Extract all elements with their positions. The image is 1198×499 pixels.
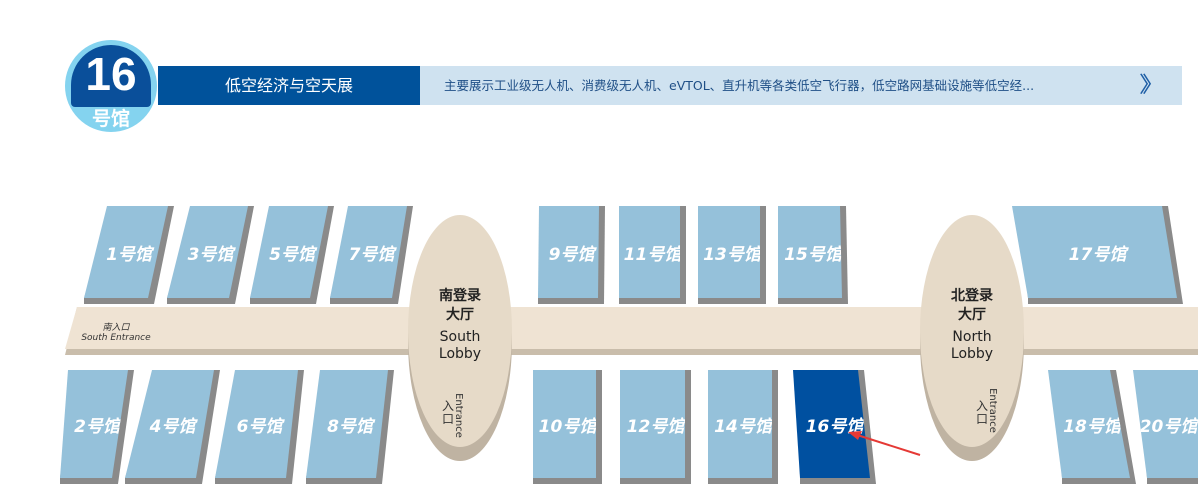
hall-label: 16号馆 [793, 370, 870, 478]
hall-11[interactable]: 11号馆 [619, 206, 686, 304]
hall-1[interactable]: 1号馆 [84, 206, 174, 304]
entrance-cn: 入口 [976, 399, 989, 426]
hall-9[interactable]: 9号馆 [538, 206, 605, 304]
hall-label: 12号馆 [620, 370, 685, 478]
hall-label: 17号馆 [1012, 206, 1177, 298]
hall-label: 20号馆 [1133, 370, 1198, 478]
hall-label: 14号馆 [708, 370, 772, 478]
hall-18[interactable]: 18号馆 [1048, 370, 1136, 484]
hall-7[interactable]: 7号馆 [330, 206, 413, 304]
hall-14[interactable]: 14号馆 [708, 370, 778, 484]
hall-4[interactable]: 4号馆 [125, 370, 220, 484]
hall-10[interactable]: 10号馆 [533, 370, 602, 484]
hall-title: 低空经济与空天展 [158, 66, 420, 105]
hall-3[interactable]: 3号馆 [167, 206, 254, 304]
hall-17[interactable]: 17号馆 [1012, 206, 1183, 304]
hall-suffix: 号馆 [91, 108, 130, 130]
lobby-cn: 大厅 [446, 307, 474, 323]
entrance-cn: 入口 [442, 399, 455, 426]
hall-badge: 16 号馆 [65, 40, 157, 132]
hall-label: 8号馆 [306, 370, 388, 478]
hall-description: 主要展示工业级无人机、消费级无人机、eVTOL、直升机等各类低空飞行器，低空路网… [444, 78, 1035, 93]
hall-16[interactable]: 16号馆 [793, 370, 876, 484]
entrance-en: Entrance [986, 388, 998, 433]
lobby-en: Lobby [950, 346, 994, 362]
lobby-en: North [952, 329, 992, 345]
lobby-cn: 南登录 [439, 288, 481, 304]
hall-12[interactable]: 12号馆 [620, 370, 691, 484]
lobby-en: South [439, 329, 481, 345]
hall-2[interactable]: 2号馆 [60, 370, 134, 484]
hall-8[interactable]: 8号馆 [306, 370, 394, 484]
hall-5[interactable]: 5号馆 [250, 206, 334, 304]
hall-label: 11号馆 [619, 206, 680, 298]
hall-label: 9号馆 [538, 206, 599, 298]
lobby-cn: 大厅 [958, 307, 986, 323]
entrance-en: Entrance [452, 393, 464, 438]
pointer-arrow-icon [848, 431, 921, 456]
hall-label: 10号馆 [533, 370, 596, 478]
hall-15[interactable]: 15号馆 [778, 206, 848, 304]
south-entrance-label: 南入口 South Entrance [80, 323, 152, 343]
main-corridor [65, 307, 1198, 349]
hall-label: 13号馆 [698, 206, 760, 298]
hall-description-bar[interactable]: 主要展示工业级无人机、消费级无人机、eVTOL、直升机等各类低空飞行器，低空路网… [420, 66, 1182, 105]
double-chevron-right-icon[interactable]: 〉〉 [1138, 73, 1164, 98]
hall-6[interactable]: 6号馆 [215, 370, 304, 484]
hall-number: 16 [85, 48, 137, 100]
hall-13[interactable]: 13号馆 [698, 206, 766, 304]
hall-20[interactable]: 20号馆 [1133, 370, 1198, 484]
lobby-en: Lobby [438, 346, 482, 362]
south-entrance-cn: 南入口 [102, 323, 130, 333]
south-entrance-en: South Entrance [81, 333, 151, 343]
lobby-cn: 北登录 [951, 288, 993, 304]
hall-label: 15号馆 [778, 206, 842, 298]
